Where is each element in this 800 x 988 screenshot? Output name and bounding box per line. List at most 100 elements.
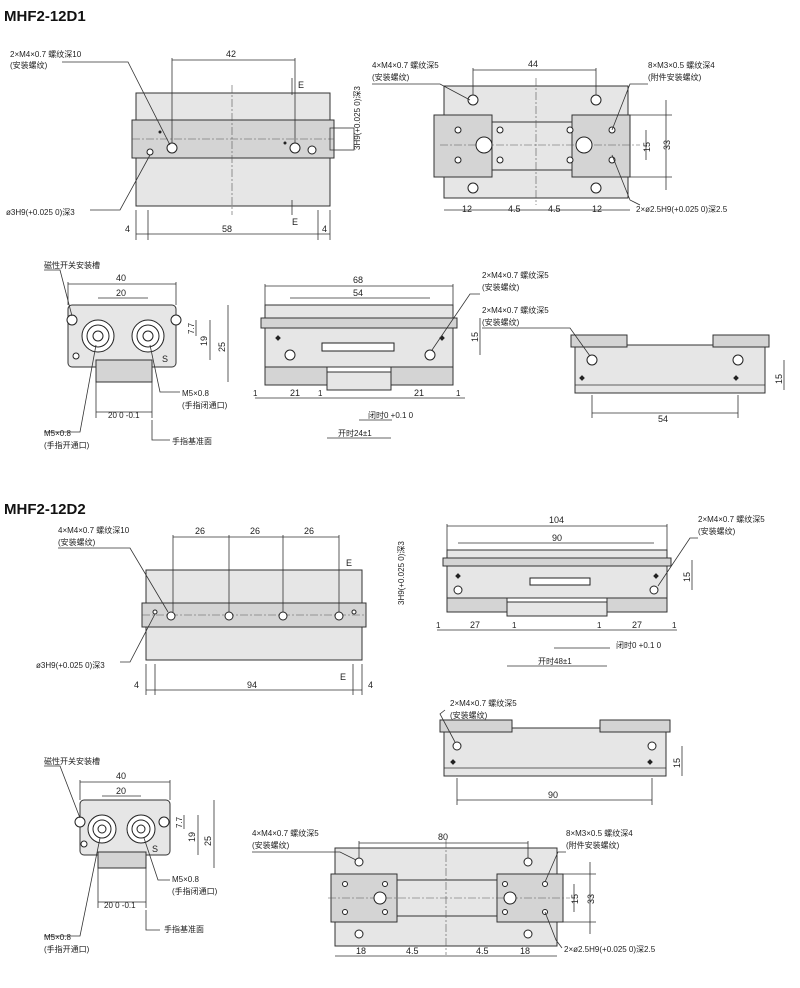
d1-end-dim-45b: 4.5 [548,204,561,214]
d2-front-closed: 闭时0 +0.1 0 [616,640,662,650]
d1-side-dim-20: 20 [116,288,126,298]
d1-top-dim-4b: 4 [322,224,327,234]
d2-front-body [446,549,668,599]
d2-front-dim-1a: 1 [436,621,441,630]
d2-top-dim-94: 94 [247,680,257,690]
d1-end-note2: 8×M3×0.5 螺纹深4 [648,60,715,70]
svg-text:S: S [162,354,168,364]
d1-front-dim-1b: 1 [318,389,323,398]
d2-front-noteb: (安装螺纹) [698,526,736,536]
d2-top-dim-4b: 4 [368,680,373,690]
d1-front-dim-1c: 1 [456,389,461,398]
d2-end-note1: 4×M4×0.7 螺纹深5 [252,828,319,838]
d2-end-dim-45b: 4.5 [476,946,489,956]
d1-end-view: 44 15 33 12 4.5 4.5 12 4×M4×0.7 螺纹深5 (安装… [372,59,728,214]
d1-front-body [264,304,454,368]
d1-top-dim-4a: 4 [125,224,130,234]
d1-front-open: 开时24±1 [338,428,372,438]
d2-top-dim-26b: 26 [250,526,260,536]
d2-side-port1: M5×0.8 [172,875,199,884]
d2-side-ref: 手指基准面 [164,924,204,934]
d1-side-dim-19: 19 [199,336,209,346]
d2-front-dim-1b: 1 [512,621,517,630]
d1-top-note1: 2×M4×0.7 螺纹深10 [10,49,82,59]
d1-rear-dim-15: 15 [774,374,784,384]
d2-front-dim-27a: 27 [470,620,480,630]
d2-end-dim-15: 15 [570,894,580,904]
d2-end-dim-45a: 4.5 [406,946,419,956]
d2-side-dim-25: 25 [203,836,213,846]
d1-top-hole-1 [166,142,178,154]
d2-rear-noteb: (安装螺纹) [450,710,488,720]
d1-end-dim-15: 15 [642,142,652,152]
d1-end-note2b: (附件安装螺纹) [648,72,702,82]
d2-front-dim-1c: 1 [597,621,602,630]
d1-side-view: S 40 20 7.7 19 25 20 0 -0.1 磁性开关安装槽 M5×0… [44,260,229,450]
d2-top-dim-4a: 4 [134,680,139,690]
d1-top-sec-e: E [298,80,304,90]
d1-end-dim-44: 44 [528,59,538,69]
d1-end-dim-12b: 12 [592,204,602,214]
d2-side-note: 磁性开关安装槽 [44,756,100,766]
d1-rear-view: 54 15 2×M4×0.7 螺纹深5 (安装螺纹) [482,305,785,424]
section-title-d2: MHF2-12D2 [4,501,86,518]
d2-end-dim-80: 80 [438,832,448,842]
d2-end-note1b: (安装螺纹) [252,840,290,850]
d1-top-bore: ø3H9(+0.025 0)深3 [6,208,75,217]
d2-top-note1b: (安装螺纹) [58,537,96,547]
d2-top-bore: ø3H9(+0.025 0)深3 [36,661,105,670]
d1-front-note: 2×M4×0.7 螺纹深5 [482,270,549,280]
d1-rear-body [574,344,766,394]
d2-top-dim-26a: 26 [195,526,205,536]
d1-top-sec-e2: E [292,217,298,227]
d1-front-noteb: (安装螺纹) [482,282,520,292]
d2-front-dim-15: 15 [682,572,692,582]
d2-front-note: 2×M4×0.7 螺纹深5 [698,514,765,524]
d1-side-dim-20b: 20 0 -0.1 [108,411,140,420]
d2-rear-dim-15: 15 [672,758,682,768]
d1-top-view: 42 58 4 4 E E 2×M4×0.7 螺纹深10 (安装螺纹) ø3H9… [6,49,362,240]
d1-rear-note: 2×M4×0.7 螺纹深5 [482,305,549,315]
d1-end-note1: 4×M4×0.7 螺纹深5 [372,60,439,70]
d2-side-dim-40: 40 [116,771,126,781]
d2-front-dim-90: 90 [552,533,562,543]
d2-rear-body [443,727,667,777]
d1-front-dim-21b: 21 [414,388,424,398]
d2-end-view: 80 15 33 18 4.5 4.5 18 4×M4×0.7 螺纹深5 (安装… [252,828,656,957]
d2-top-note1: 4×M4×0.7 螺纹深10 [58,525,130,535]
d2-side-port1b: (手指闭通口) [172,886,218,896]
d1-side-dim-77: 7.7 [187,322,196,334]
d1-top-note1b: (安装螺纹) [10,60,48,70]
d2-front-dim-104: 104 [549,515,564,525]
d2-side-port2b: (手指开通口) [44,944,90,954]
d2-end-dim-18b: 18 [520,946,530,956]
d2-rear-dim-90: 90 [548,790,558,800]
d1-side-dim-25: 25 [217,342,227,352]
d2-top-sec-e2: E [340,672,346,682]
d1-side-port1b: (手指闭通口) [182,400,228,410]
section-title-d1: MHF2-12D1 [4,8,86,25]
d2-top-pin: 3H9(+0.025 0)深3 [397,541,406,605]
d2-front-dim-1d: 1 [672,621,677,630]
d2-side-dim-77: 7.7 [175,816,184,828]
d1-end-dim-12a: 12 [462,204,472,214]
d2-side-dim-20: 20 [116,786,126,796]
d1-rear-noteb: (安装螺纹) [482,317,520,327]
d1-top-dim-42: 42 [226,49,236,59]
d1-front-closed: 闭时0 +0.1 0 [368,410,414,420]
d1-side-port2: M5×0.8 [44,429,71,438]
d2-front-view: 104 90 15 1 27 1 1 27 1 闭时0 +0.1 0 开时48±… [436,514,765,667]
d1-top-dim-58: 58 [222,224,232,234]
d2-top-view: 26 26 26 94 4 4 E E 4×M4×0.7 螺纹深10 (安装螺纹… [36,525,406,695]
d2-front-dim-27b: 27 [632,620,642,630]
d1-front-dim-68: 68 [353,275,363,285]
d2-side-dim-20b: 20 0 -0.1 [104,901,136,910]
d1-side-note: 磁性开关安装槽 [44,260,100,270]
d2-rear-note: 2×M4×0.7 螺纹深5 [450,698,517,708]
d1-end-pin: 2×ø2.5H9(+0.025 0)深2.5 [636,205,728,214]
d2-top-sec-e: E [346,558,352,568]
d1-end-dim-33: 33 [662,140,672,150]
d1-side-port2b: (手指开通口) [44,440,90,450]
d1-front-dim-54: 54 [353,288,363,298]
